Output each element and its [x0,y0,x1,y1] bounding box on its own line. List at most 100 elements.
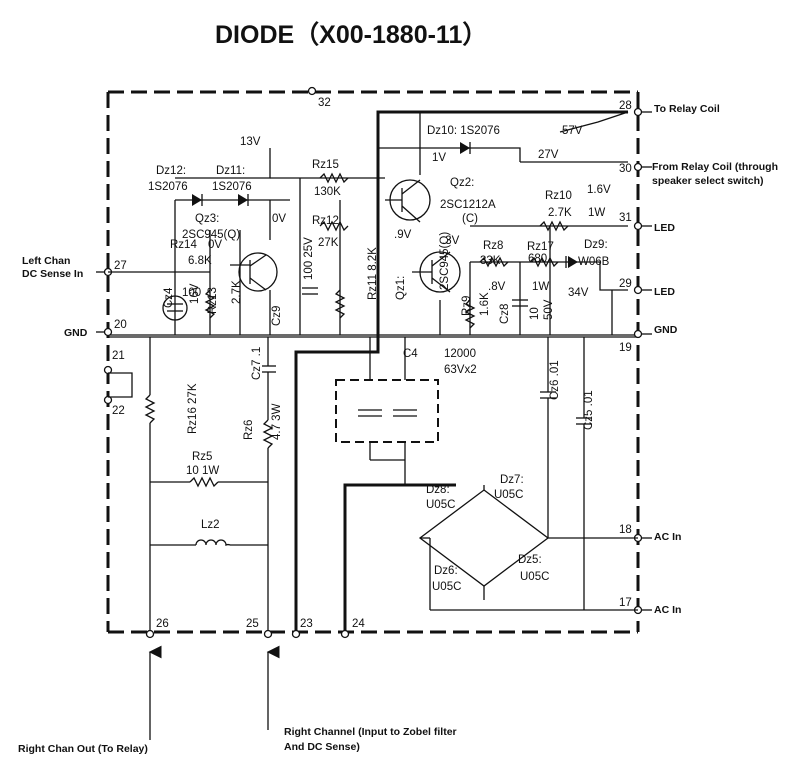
pin-29: 29 [619,278,632,290]
label-dz5-a: Dz5: [518,554,542,566]
label-dz8-a: Dz8: [426,484,450,496]
label-0v: 0V [272,213,286,225]
label-cz4-16v: 16V [189,283,201,304]
label-rz5-b: 10 1W [186,465,219,477]
pin-21: 21 [112,350,125,362]
label-dz10: Dz10: 1S2076 [427,125,500,137]
label-cz9: Cz9 [271,306,283,326]
label-rz8-a: Rz8 [483,240,503,252]
pin-30: 30 [619,163,632,175]
label-rz17-b: 680 [528,253,547,265]
label-c4-v2: 63Vx2 [444,364,477,376]
label-qz2-c: (C) [462,213,478,225]
label-from-relay-coil-2: speaker select switch) [652,175,763,187]
label-cz8: Cz8 [499,304,511,324]
label-cz5: Cz5 .01 [583,390,595,430]
pin-28: 28 [619,100,632,112]
label-led-31: LED [654,222,675,234]
label-v3: .3V [442,235,460,247]
label-rz12-b: 27K [318,237,339,249]
label-34v: 34V [568,287,589,299]
label-rz10-a: Rz10 [545,190,572,202]
label-gnd-left: GND [64,327,88,339]
diodes [192,142,578,268]
label-rz10-b: 2.7K [548,207,572,219]
component-labels: Dz10: 1S2076 57V 1V 27V 13V Dz12: 1S2076… [148,125,611,593]
label-led-29: LED [654,286,675,298]
resistors [144,172,569,488]
label-qz2-a: Qz2: [450,177,474,189]
label-qz1-a: Qz1: [395,276,407,300]
label-cz6: Cz6 .01 [549,360,561,400]
label-rz11: Rz11 8.2K [367,247,379,300]
label-cz4-value: 100 [182,287,201,299]
label-rz6-value: 4.7 3W [271,403,283,440]
label-rz15-a: Rz15 [312,159,339,171]
pin-numbers: 32 28 30 31 29 19 18 17 27 20 21 22 26 2… [112,97,632,630]
transistor-qz2 [385,179,431,223]
label-c4: C4 [403,348,418,360]
label-dz6-b: U05C [432,581,461,593]
capacitors [262,287,592,610]
label-cz8-50v: 50V [543,299,555,320]
label-1-6v: 1.6V [587,184,611,196]
label-13v: 13V [240,136,261,148]
capacitor-c4-pair [335,337,439,485]
label-qz2-b: 2SC1212A [440,199,496,211]
pin-27: 27 [114,260,127,272]
label-dz12-a: Dz12: [156,165,186,177]
label-ac-in-17: AC In [654,604,681,616]
label-rz6: Rz6 [243,420,255,440]
pin-19: 19 [619,342,632,354]
pin-18: 18 [619,524,632,536]
label-ac-in-18: AC In [654,531,681,543]
label-dz9-b: W06B [578,256,610,268]
lower-left-network [149,337,269,630]
label-right-channel-1: Right Channel (Input to Zobel filter [284,726,457,738]
label-dz11-b: 1S2076 [212,181,252,193]
pin-24: 24 [352,618,365,630]
label-dz7-a: Dz7: [500,474,524,486]
label-rz14-a: Rz14 [170,239,197,251]
diagram-title: DIODE（X00-1880-11） [215,20,487,49]
label-v8: .8V [488,281,506,293]
label-dz6-a: Dz6: [434,565,458,577]
pin-23: 23 [300,618,313,630]
bridge-rectifier [418,485,638,611]
external-leads [96,111,652,740]
label-from-relay-coil-1: From Relay Coil (through [652,161,778,173]
transistor-qz3 [238,252,278,292]
label-cz4: Cz4 [163,287,175,308]
heavy-wires [294,110,628,632]
label-cz9-value: 100 25V [303,237,315,280]
external-labels: To Relay Coil From Relay Coil (through s… [18,103,778,755]
label-1v: 1V [432,152,446,164]
label-dz12-b: 1S2076 [148,181,188,193]
label-right-chan-out: Right Chan Out (To Relay) [18,743,148,755]
label-qz3-a: Qz3: [195,213,219,225]
label-qz1-b: 2SC945(Q) [439,232,451,290]
label-57v: 57V [562,125,583,137]
label-left-chan-1: Left Chan [22,255,70,267]
label-rz16: Rz16 27K [187,383,199,434]
pin-26: 26 [156,618,169,630]
label-dz8-b: U05C [426,499,455,511]
pin-32: 32 [318,97,331,109]
label-rz5-a: Rz5 [192,451,212,463]
pin-25: 25 [246,618,259,630]
label-rz17-a: Rz17 [527,241,554,253]
label-dz11-a: Dz11: [216,165,245,177]
label-rz8-b: 33K [480,255,501,267]
label-rz14-b: 6.8K [188,255,212,267]
label-27v: 27V [538,149,559,161]
label-cz7: Cz7 .1 [251,347,263,380]
label-rz17-c: 1W [532,281,549,293]
label-dz9-a: Dz9: [584,239,608,251]
pin-31: 31 [619,212,632,224]
label-rz15-b: 130K [314,186,341,198]
label-rz9-b: 1.6K [479,292,491,316]
pin-17: 17 [619,597,632,609]
label-right-channel-2: And DC Sense) [284,741,360,753]
label-rz9-a: Rz9 [461,296,473,316]
